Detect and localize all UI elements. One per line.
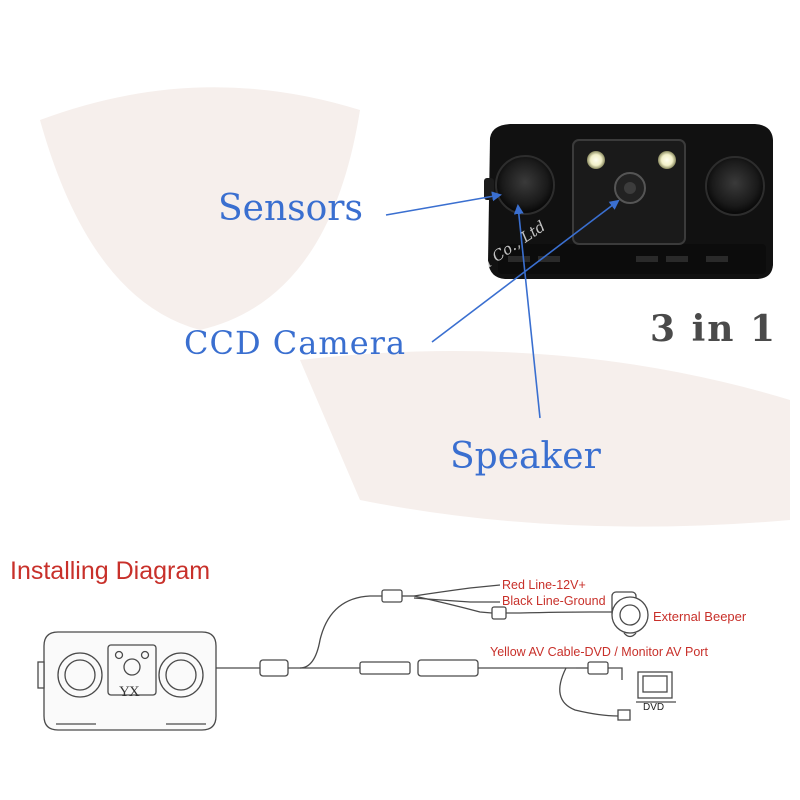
callout-arrows (385, 191, 620, 419)
beeper-cable (413, 595, 493, 614)
installing-diagram-title: Installing Diagram (10, 557, 211, 585)
installing-drawing (37, 584, 676, 731)
dvd-label: DVD (643, 702, 665, 713)
diagram-left-sensor (57, 652, 103, 698)
speaker-label: Speaker (450, 436, 601, 477)
led-left (587, 151, 605, 169)
diagram-right-sensor (158, 652, 204, 698)
external-beeper-label: External Beeper (653, 609, 747, 624)
dvd-monitor (636, 671, 676, 703)
speaker-arrow (513, 204, 541, 419)
sensors-arrow (385, 191, 502, 216)
yellow-av-cable-label: Yellow AV Cable-DVD / Monitor AV Port (490, 645, 708, 659)
background-faint-shapes (40, 87, 790, 527)
black-line-label: Black Line-Ground (502, 594, 606, 608)
sensors-label: Sensors (218, 188, 363, 229)
right-sensor (705, 156, 765, 216)
external-beeper (611, 591, 649, 638)
left-sensor (495, 155, 555, 215)
camera-photo (484, 124, 773, 279)
led-right (658, 151, 676, 169)
camera-mark-label: YX (119, 684, 140, 700)
diagram-camera-outline (43, 631, 217, 731)
ccd-camera-label: CCD Camera (184, 324, 407, 362)
three-in-one-label: 3 in 1 (650, 308, 778, 350)
red-line-label: Red Line-12V+ (502, 578, 586, 592)
